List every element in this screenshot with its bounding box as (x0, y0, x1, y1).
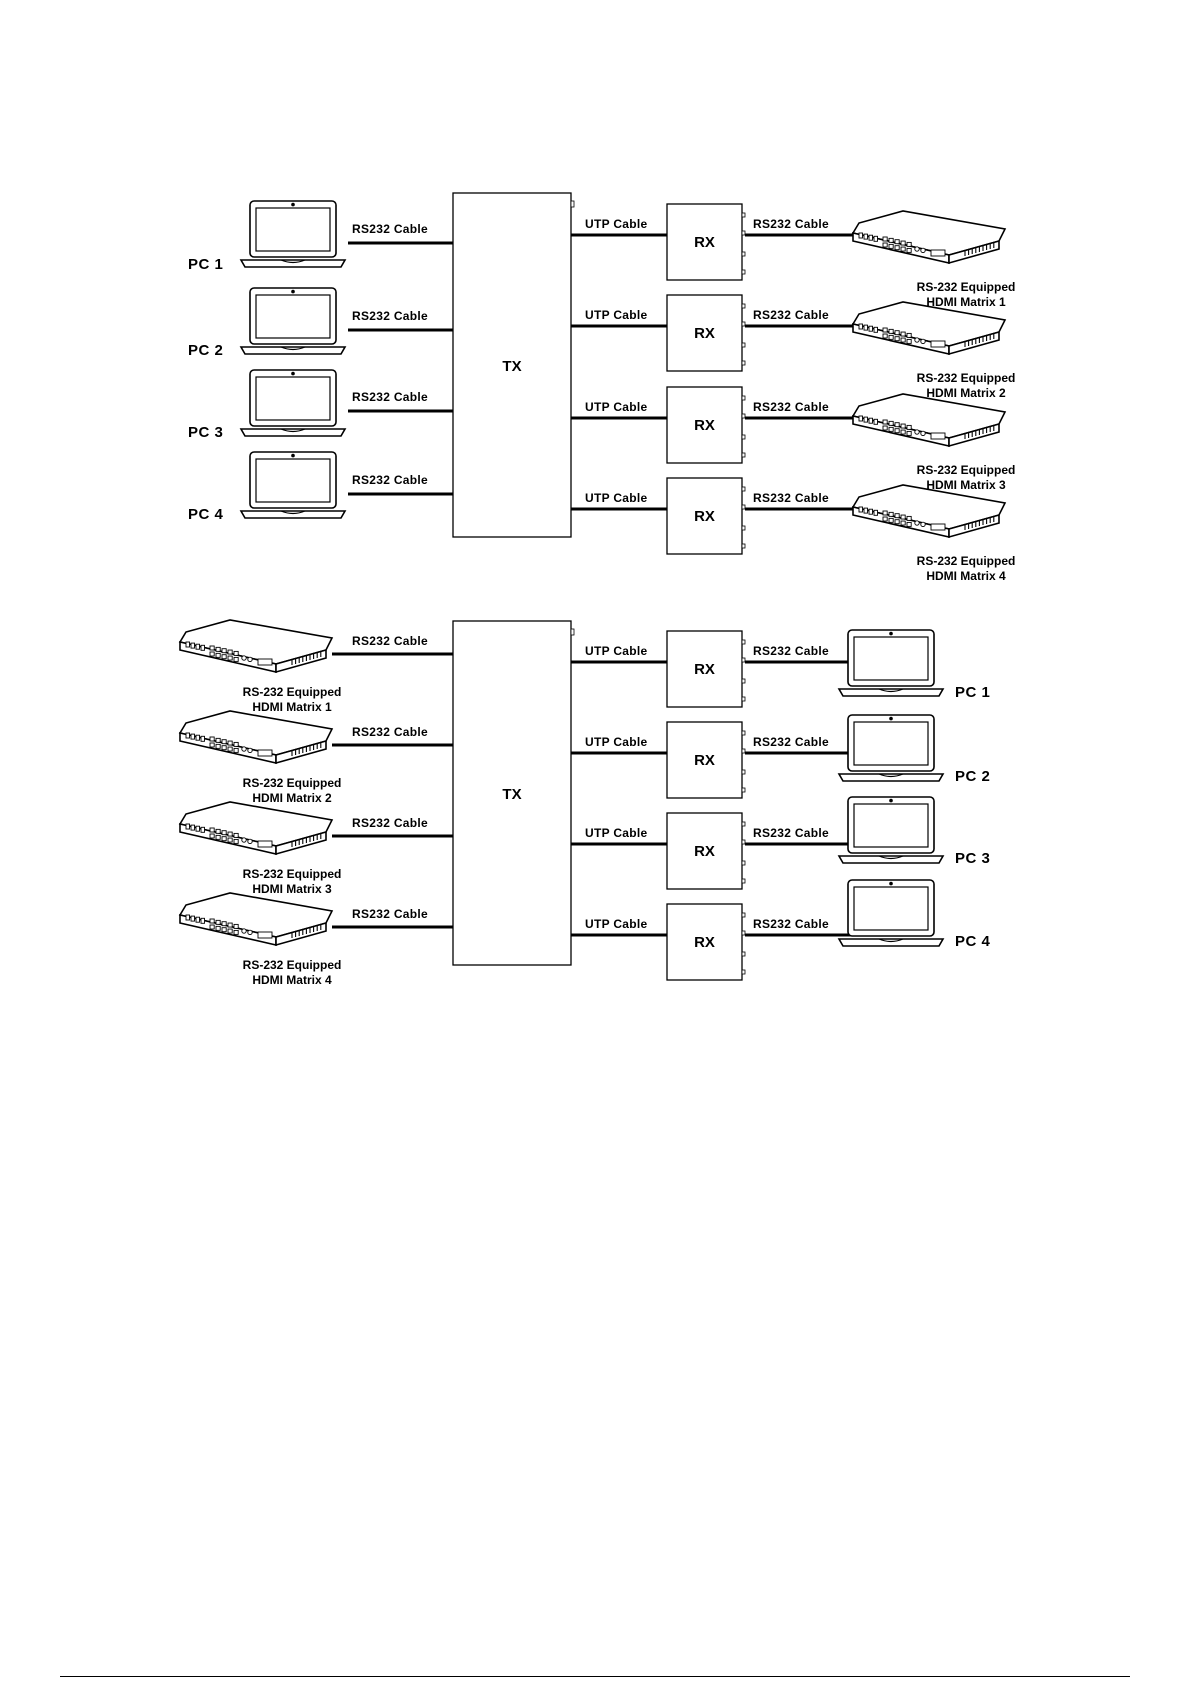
rx-unit: RX (666, 386, 746, 464)
rx-unit: RX (666, 477, 746, 555)
tx-unit: TX (452, 192, 575, 538)
utp-cable-label: UTP Cable (585, 491, 648, 505)
hdmi-matrix-icon (178, 710, 334, 765)
rs232-cable-label: RS232 Cable (753, 217, 829, 231)
matrix-label-line1: RS-232 Equipped (243, 776, 342, 790)
hdmi-matrix-icon (178, 619, 334, 674)
rx-box (666, 903, 743, 981)
pc-label: PC 4 (955, 933, 991, 950)
rx-label: RX (694, 325, 715, 342)
hdmi-matrix-icon (178, 801, 334, 856)
rx-box (666, 812, 743, 890)
utp-cable-label: UTP Cable (585, 644, 648, 658)
tx-label: TX (502, 786, 521, 803)
rx-unit: RX (666, 721, 746, 799)
rx-label: RX (694, 843, 715, 860)
rx-label: RX (694, 508, 715, 525)
pc-label: PC 3 (188, 424, 223, 441)
pc-label: PC 2 (188, 342, 223, 359)
rx-label: RX (694, 417, 715, 434)
rs232-cable-label: RS232 Cable (352, 907, 428, 921)
rx-box (666, 721, 743, 799)
matrix-label-line2: HDMI Matrix 4 (926, 569, 1006, 583)
rx-unit: RX (666, 903, 746, 981)
laptop-icon (239, 200, 347, 268)
tx-box (452, 620, 572, 966)
tx-box (452, 192, 572, 538)
matrix-label-line1: RS-232 Equipped (917, 554, 1016, 568)
laptop-icon (837, 714, 945, 782)
rs232-cable-label: RS232 Cable (352, 634, 428, 648)
rs232-cable-label: RS232 Cable (753, 491, 829, 505)
rs232-cable-label: RS232 Cable (753, 308, 829, 322)
pc-label: PC 2 (955, 768, 990, 785)
rx-box (666, 630, 743, 708)
matrix-label-line1: RS-232 Equipped (243, 685, 342, 699)
rs232-cable-label: RS232 Cable (753, 826, 829, 840)
rx-unit: RX (666, 812, 746, 890)
rx-unit: RX (666, 203, 746, 281)
laptop-icon (837, 879, 945, 947)
rx-unit: RX (666, 294, 746, 372)
matrix-label-line2: HDMI Matrix 2 (926, 386, 1006, 400)
rs232-cable-label: RS232 Cable (753, 917, 829, 931)
rx-box (666, 203, 743, 281)
matrix-label-line1: RS-232 Equipped (243, 958, 342, 972)
laptop-icon (239, 451, 347, 519)
rx-box (666, 386, 743, 464)
hdmi-matrix-icon (851, 484, 1007, 539)
hdmi-matrix-icon (851, 210, 1007, 265)
tx-label: TX (502, 358, 521, 375)
pc-label: PC 1 (188, 256, 223, 273)
laptop-icon (837, 629, 945, 697)
pc-label: PC 4 (188, 506, 224, 523)
rs232-cable-label: RS232 Cable (352, 816, 428, 830)
tx-unit: TX (452, 620, 575, 966)
utp-cable-label: UTP Cable (585, 735, 648, 749)
pc-label: PC 3 (955, 850, 990, 867)
rx-label: RX (694, 661, 715, 678)
matrix-label-line1: RS-232 Equipped (243, 867, 342, 881)
laptop-icon (239, 287, 347, 355)
rs232-cable-label: RS232 Cable (753, 735, 829, 749)
laptop-icon (239, 369, 347, 437)
utp-cable-label: UTP Cable (585, 826, 648, 840)
rx-label: RX (694, 234, 715, 251)
utp-cable-label: UTP Cable (585, 217, 648, 231)
rs232-cable-label: RS232 Cable (753, 400, 829, 414)
matrix-label-line2: HDMI Matrix 1 (252, 700, 332, 714)
utp-cable-label: UTP Cable (585, 308, 648, 322)
footer-rule (60, 1676, 1130, 1677)
rs232-cable-label: RS232 Cable (352, 473, 428, 487)
rs232-cable-label: RS232 Cable (352, 222, 428, 236)
utp-cable-label: UTP Cable (585, 400, 648, 414)
hdmi-matrix-icon (851, 393, 1007, 448)
matrix-label-line2: HDMI Matrix 2 (252, 791, 332, 805)
rs232-cable-label: RS232 Cable (753, 644, 829, 658)
matrix-label-line2: HDMI Matrix 3 (926, 478, 1006, 492)
matrix-label-line2: HDMI Matrix 4 (252, 973, 332, 987)
matrix-label-line1: RS-232 Equipped (917, 371, 1016, 385)
matrix-label-line1: RS-232 Equipped (917, 280, 1016, 294)
rs232-cable-label: RS232 Cable (352, 309, 428, 323)
hdmi-matrix-icon (178, 892, 334, 947)
hdmi-matrix-icon (851, 301, 1007, 356)
matrix-label-line2: HDMI Matrix 1 (926, 295, 1006, 309)
matrix-label-line2: HDMI Matrix 3 (252, 882, 332, 896)
rs232-cable-label: RS232 Cable (352, 390, 428, 404)
rx-label: RX (694, 752, 715, 769)
rx-box (666, 477, 743, 555)
pc-label: PC 1 (955, 684, 990, 701)
rx-box (666, 294, 743, 372)
rx-label: RX (694, 934, 715, 951)
rs232-cable-label: RS232 Cable (352, 725, 428, 739)
utp-cable-label: UTP Cable (585, 917, 648, 931)
laptop-icon (837, 796, 945, 864)
matrix-label-line1: RS-232 Equipped (917, 463, 1016, 477)
rx-unit: RX (666, 630, 746, 708)
